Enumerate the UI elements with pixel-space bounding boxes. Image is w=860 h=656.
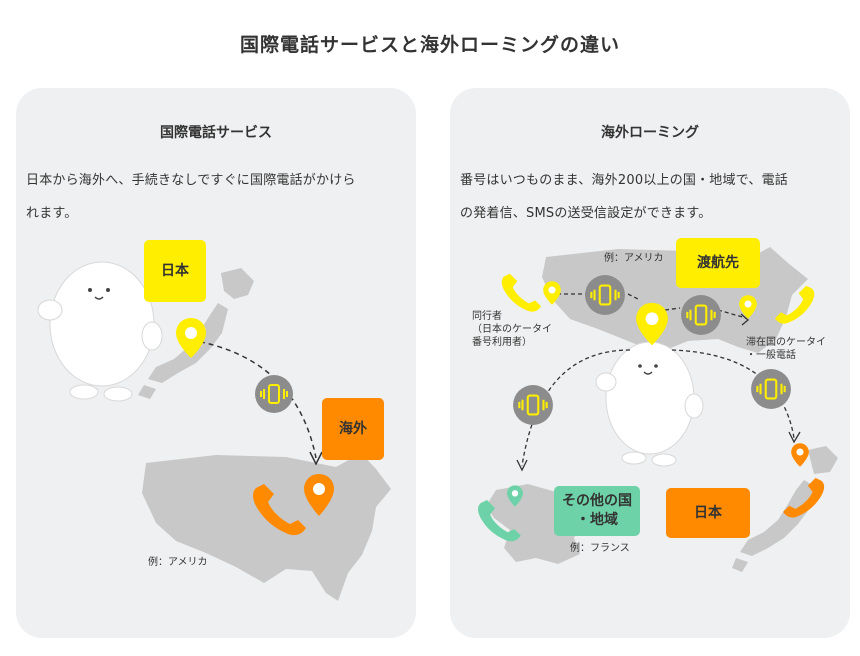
us-example-caption: 例：アメリカ (148, 557, 208, 568)
vibrating-phone-icon (681, 295, 721, 335)
mascot-character (37, 261, 163, 402)
caption-line: 同行者 (472, 311, 502, 322)
desc-line: れます。 (26, 206, 78, 221)
page-title: 国際電話サービスと海外ローミングの違い (239, 34, 620, 56)
label-line: ・地域 (576, 512, 618, 528)
label-line: その他の国 (562, 493, 632, 509)
orange-handset-icon (783, 477, 825, 518)
japan-label: 日本 (666, 488, 750, 538)
green-handset-icon (478, 500, 521, 542)
japan-label: 日本 (144, 240, 206, 302)
roaming-card: 海外ローミング 番号はいつものまま、海外200以上の国・地域で、電話 の発着信、… (450, 88, 850, 638)
mascot-character (595, 341, 704, 467)
destination-label: 渡航先 (676, 238, 760, 288)
yellow-location-pin-icon (176, 318, 206, 358)
local-phone-caption: 滞在国のケータイ ・一般電話 (746, 336, 826, 362)
france-example-caption: 例：フランス (570, 543, 630, 554)
yellow-location-pin-icon (636, 302, 668, 346)
yellow-handset-icon (501, 273, 542, 312)
card-title: 国際電話サービス (160, 125, 272, 141)
us-example-caption: 例：アメリカ (604, 253, 664, 264)
japan-map (732, 446, 838, 572)
desc-line: 番号はいつものまま、海外200以上の国・地域で、電話 (460, 173, 788, 188)
orange-handset-icon (253, 484, 306, 536)
yellow-location-pin-icon (739, 295, 757, 319)
yellow-handset-icon (774, 285, 815, 324)
call-route-lines (190, 339, 323, 466)
card-description: 日本から海外へ、手続きなしですぐに国際電話がかけら れます。 (26, 164, 414, 230)
caption-line: ・一般電話 (746, 350, 796, 361)
vibrating-phone-icon (513, 385, 553, 425)
orange-location-pin-icon (304, 474, 334, 516)
caption-line: 滞在国のケータイ (746, 337, 826, 348)
caption-line: 番号利用者） (472, 337, 532, 348)
card-title: 海外ローミング (601, 125, 699, 141)
vibrating-phone-icon (751, 369, 791, 409)
other-countries-label: その他の国 ・地域 (554, 486, 640, 536)
overseas-label: 海外 (322, 398, 384, 460)
orange-location-pin-icon (791, 443, 809, 467)
desc-line: 日本から海外へ、手続きなしですぐに国際電話がかけら (26, 173, 356, 188)
international-call-card: 国際電話サービス 日本から海外へ、手続きなしですぐに国際電話がかけら れます。 (16, 88, 416, 638)
caption-line: （日本のケータイ (472, 324, 552, 335)
japan-map (138, 268, 254, 399)
vibrating-phone-icon (255, 375, 293, 413)
roaming-route-lines (516, 289, 801, 472)
desc-line: の発着信、SMSの送受信設定ができます。 (460, 206, 712, 221)
green-location-pin-icon (507, 485, 523, 507)
card-description: 番号はいつものまま、海外200以上の国・地域で、電話 の発着信、SMSの送受信設… (460, 164, 848, 230)
yellow-location-pin-icon (543, 281, 561, 305)
vibrating-phone-icon (585, 275, 625, 315)
companion-caption: 同行者 （日本のケータイ 番号利用者） (472, 310, 552, 349)
